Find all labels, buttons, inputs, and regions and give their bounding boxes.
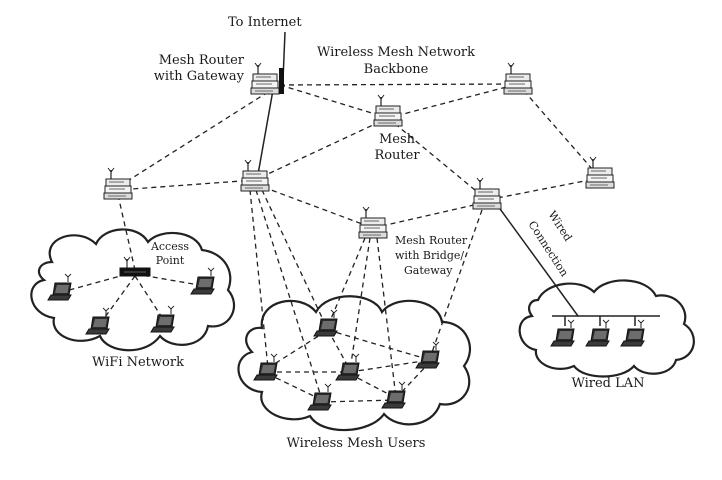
mesh-router-far-right (585, 156, 615, 189)
wired-lan-cloud (518, 279, 695, 378)
mesh-router-mid-right (472, 177, 502, 210)
router-to-user-links (249, 189, 483, 401)
mesh-router-mid-left (240, 159, 270, 192)
mesh-router-label-line1: Mesh (379, 132, 416, 147)
mesh-router-bridge-gateway (358, 206, 388, 239)
backbone-label-line1: Wireless Mesh Network (317, 45, 475, 60)
gateway-to-router-wired-link (256, 89, 274, 181)
wifi-network-label: WiFi Network (92, 355, 184, 370)
bridge-gateway-label-line1: Mesh Router (395, 234, 468, 247)
access-point-label-line1: Access (150, 240, 189, 253)
mesh-router-backbone-right (503, 62, 533, 95)
wired-lan-label: Wired LAN (571, 376, 644, 391)
backbone-links (117, 83, 601, 271)
mesh-router-gateway (250, 62, 284, 95)
wifi-network-cloud (30, 228, 236, 352)
wired-connection-link (494, 201, 579, 317)
mesh-router-center (373, 94, 403, 127)
mesh-router-left (103, 167, 133, 200)
bridge-gateway-label-line2: with Bridge/ (395, 249, 464, 262)
backbone-label-line2: Backbone (364, 62, 429, 77)
internet-gateway-icon (279, 68, 284, 94)
mesh-router-gateway-label-line1: Mesh Router (159, 53, 245, 68)
access-point-label-line2: Point (156, 254, 185, 267)
to-internet-label: To Internet (228, 15, 302, 30)
wireless-mesh-users-label: Wireless Mesh Users (287, 436, 426, 451)
access-point-icon (119, 256, 151, 277)
user-to-user-links (267, 329, 431, 403)
bridge-gateway-label-line3: Gateway (404, 264, 453, 277)
mesh-router-gateway-label-line2: with Gateway (154, 69, 245, 84)
mesh-router-label-line2: Router (374, 148, 420, 163)
